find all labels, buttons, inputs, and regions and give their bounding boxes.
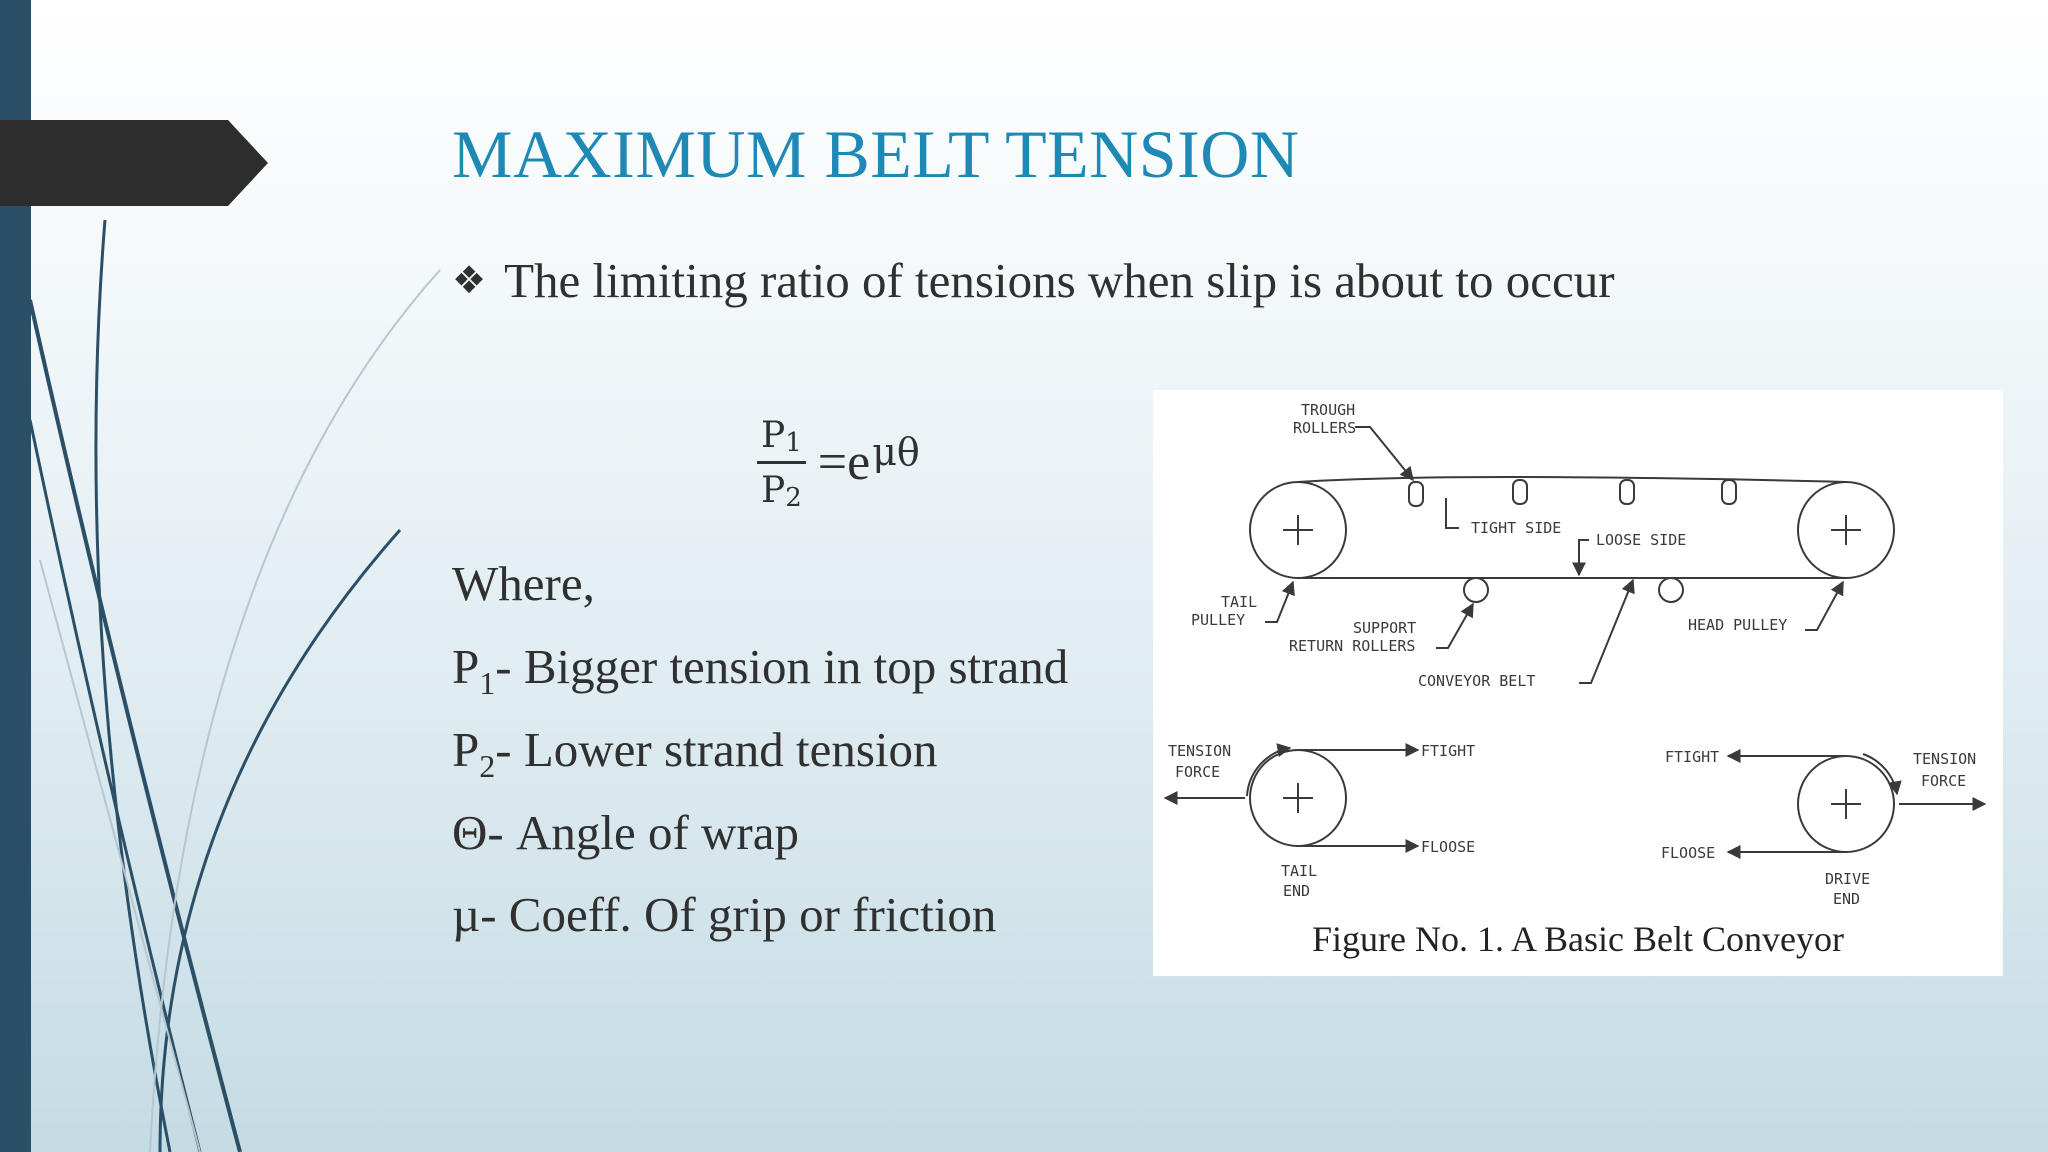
figure-caption: Figure No. 1. A Basic Belt Conveyor xyxy=(1312,919,1844,959)
svg-text:CONVEYOR BELT: CONVEYOR BELT xyxy=(1418,672,1535,690)
decorative-curves xyxy=(28,219,441,1152)
diamond-bullet-icon: ❖ xyxy=(452,258,487,302)
slide-title: MAXIMUM BELT TENSION xyxy=(452,116,1300,192)
bullet-point: ❖ The limiting ratio of tensions when sli… xyxy=(452,252,1615,309)
tension-ratio-formula: P1 P2 =eμθ xyxy=(757,415,920,514)
svg-text:ROLLERS: ROLLERS xyxy=(1293,419,1356,437)
svg-text:END: END xyxy=(1833,890,1860,908)
svg-text:TAIL: TAIL xyxy=(1221,593,1257,611)
svg-text:FLOOSE: FLOOSE xyxy=(1421,838,1475,856)
svg-text:TENSION: TENSION xyxy=(1913,750,1976,768)
formula-exponent: μθ xyxy=(872,430,920,475)
svg-text:TROUGH: TROUGH xyxy=(1301,401,1355,419)
where-label: Where, xyxy=(452,556,595,611)
conveyor-diagram: TROUGH ROLLERS TIGHT SIDE LOOSE SIDE TAI… xyxy=(1163,401,1987,908)
svg-text:END: END xyxy=(1283,882,1310,900)
definition-item: µ- Coeff. Of grip or friction xyxy=(452,887,997,942)
title-tab-shape xyxy=(0,120,268,206)
formula-numerator: P1 xyxy=(757,415,806,464)
svg-text:TENSION: TENSION xyxy=(1168,742,1231,760)
svg-text:TIGHT SIDE: TIGHT SIDE xyxy=(1471,519,1561,537)
belt-conveyor-figure: TROUGH ROLLERS TIGHT SIDE LOOSE SIDE TAI… xyxy=(1153,390,2003,976)
svg-text:FORCE: FORCE xyxy=(1921,772,1966,790)
formula-rhs: =eμθ xyxy=(817,430,920,492)
svg-text:FLOOSE: FLOOSE xyxy=(1661,844,1715,862)
svg-text:HEAD PULLEY: HEAD PULLEY xyxy=(1688,616,1787,634)
svg-text:PULLEY: PULLEY xyxy=(1191,611,1245,629)
svg-text:SUPPORT: SUPPORT xyxy=(1353,619,1416,637)
svg-text:TAIL: TAIL xyxy=(1281,862,1317,880)
definition-item: P2- Lower strand tension xyxy=(452,722,938,784)
formula-denominator: P2 xyxy=(761,469,802,513)
formula-fraction: P1 P2 xyxy=(757,415,806,514)
svg-text:LOOSE SIDE: LOOSE SIDE xyxy=(1596,531,1686,549)
svg-text:RETURN ROLLERS: RETURN ROLLERS xyxy=(1289,637,1415,655)
svg-text:FTIGHT: FTIGHT xyxy=(1665,748,1719,766)
definition-item: P1- Bigger tension in top strand xyxy=(452,639,1069,701)
definition-item: Θ- Angle of wrap xyxy=(452,805,799,860)
bullet-text: The limiting ratio of tensions when slip… xyxy=(504,253,1615,308)
svg-text:FORCE: FORCE xyxy=(1175,763,1220,781)
svg-text:DRIVE: DRIVE xyxy=(1825,870,1870,888)
svg-text:FTIGHT: FTIGHT xyxy=(1421,742,1475,760)
